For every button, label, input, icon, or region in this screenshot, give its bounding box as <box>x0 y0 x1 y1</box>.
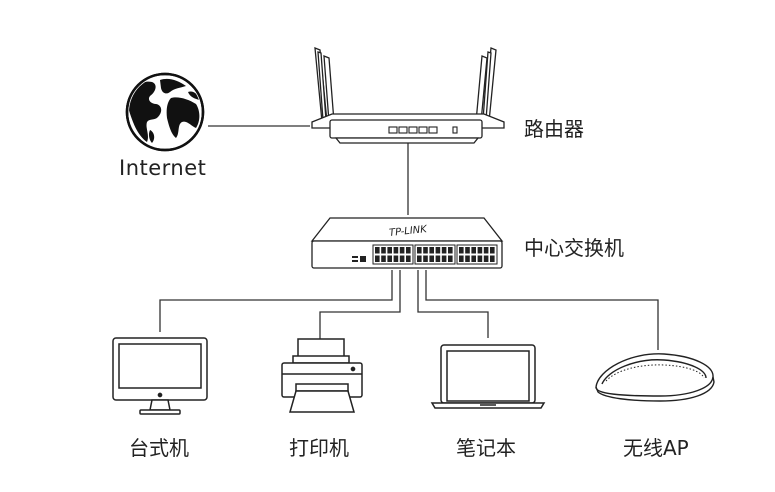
router-label: 路由器 <box>524 117 584 141</box>
switch-port <box>448 255 453 262</box>
switch-port <box>483 247 489 254</box>
switch-port <box>417 255 422 262</box>
switch-port <box>471 247 476 254</box>
switch-port <box>393 255 399 262</box>
desktop-monitor-icon <box>112 337 208 415</box>
link-switch-printer <box>319 270 401 340</box>
link-switch-ap <box>425 270 659 350</box>
switch-port <box>459 247 464 254</box>
router-icon <box>311 47 505 144</box>
ap-label: 无线AP <box>623 436 689 460</box>
switch-port <box>441 255 447 262</box>
switch-port <box>429 247 434 254</box>
switch-port <box>423 255 428 262</box>
switch-port <box>471 255 476 262</box>
switch-port <box>465 247 470 254</box>
link-switch-laptop <box>417 270 489 338</box>
link-switch-desktop <box>159 270 393 332</box>
switch-port <box>490 247 495 254</box>
globe-icon <box>125 72 205 152</box>
switch-port <box>406 255 411 262</box>
printer-label: 打印机 <box>289 436 349 460</box>
switch-port <box>393 247 399 254</box>
switch-port <box>375 247 380 254</box>
switch-port <box>417 247 422 254</box>
switch-port <box>465 255 470 262</box>
switch-port <box>477 255 483 262</box>
switch-port <box>429 255 434 262</box>
switch-port <box>375 255 380 262</box>
switch-icon: TP-LINK <box>310 217 504 269</box>
switch-port <box>387 255 392 262</box>
switch-port <box>435 247 441 254</box>
switch-port <box>423 247 428 254</box>
laptop-label: 笔记本 <box>456 436 516 460</box>
switch-port <box>399 247 405 254</box>
switch-port <box>441 247 447 254</box>
switch-port <box>387 247 392 254</box>
printer-icon <box>281 338 363 413</box>
switch-port <box>459 255 464 262</box>
switch-port <box>381 255 386 262</box>
switch-port <box>406 247 411 254</box>
switch-brand-text: TP-LINK <box>389 224 429 239</box>
wireless-ap-icon <box>595 353 715 402</box>
switch-port <box>399 255 405 262</box>
switch-port <box>477 247 483 254</box>
switch-port <box>483 255 489 262</box>
connection-lines <box>159 125 659 350</box>
switch-port <box>435 255 441 262</box>
switch-port <box>381 247 386 254</box>
switch-port <box>490 255 495 262</box>
laptop-icon <box>430 344 546 409</box>
desktop-label: 台式机 <box>129 436 189 460</box>
switch-port <box>448 247 453 254</box>
internet-label: Internet <box>119 156 207 180</box>
switch-label: 中心交换机 <box>524 236 624 260</box>
